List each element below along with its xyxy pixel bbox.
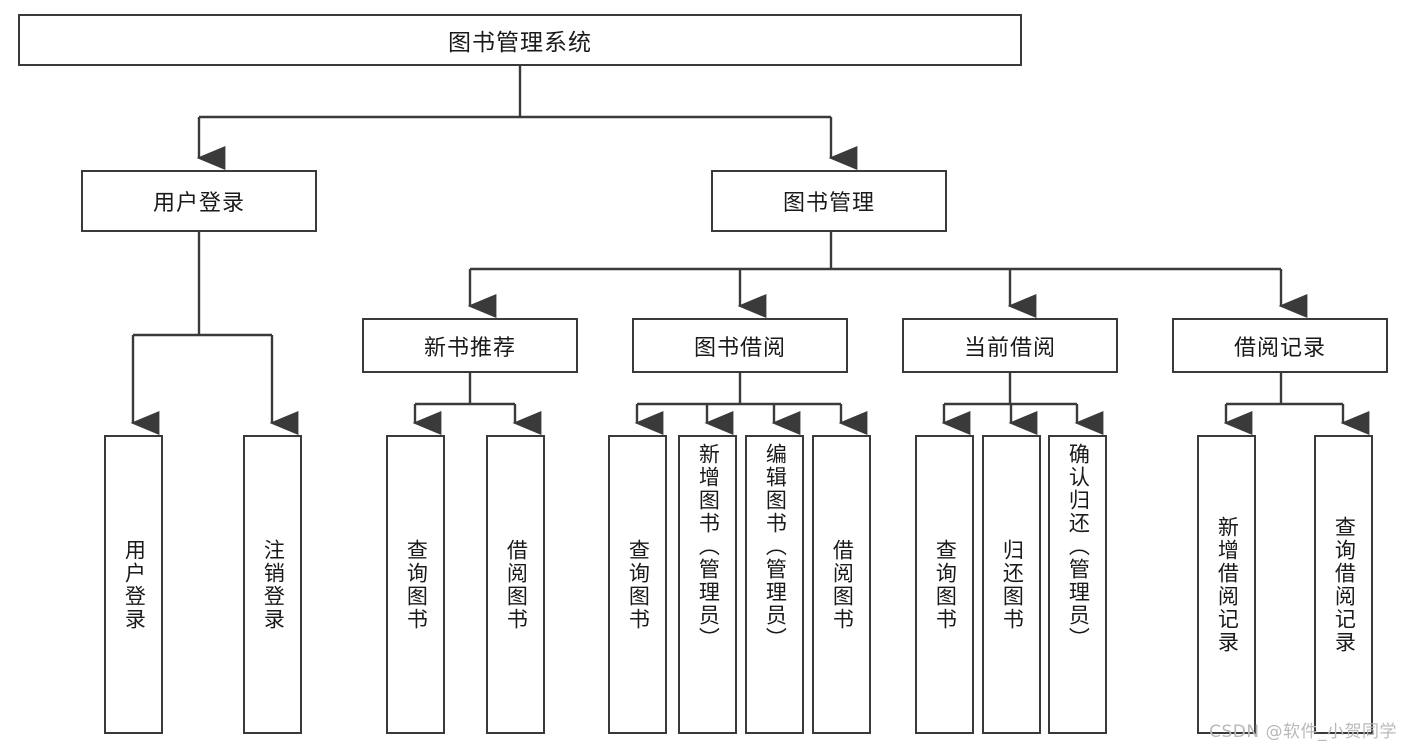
node-leaf-query-book-2[interactable]: 查询图书 <box>608 435 667 734</box>
node-leaf-query-borrow-record[interactable]: 查询借阅记录 <box>1314 435 1373 734</box>
node-leaf-user-login[interactable]: 用户登录 <box>104 435 163 734</box>
node-leaf-query-book-2-label: 查询图书 <box>626 538 651 631</box>
node-user-login-label: 用户登录 <box>152 191 245 216</box>
node-leaf-logout-login[interactable]: 注销登录 <box>243 435 302 734</box>
node-leaf-confirm-return-admin[interactable]: 确认归还（管理员） <box>1048 435 1107 734</box>
node-leaf-add-book-admin[interactable]: 新增图书（管理员） <box>678 435 737 734</box>
node-leaf-user-login-label: 用户登录 <box>122 538 147 631</box>
node-user-login[interactable]: 用户登录 <box>81 170 317 232</box>
node-leaf-return-book-label: 归还图书 <box>1000 538 1025 631</box>
node-book-borrow-label: 图书借阅 <box>693 335 786 361</box>
node-borrow-record-label: 借阅记录 <box>1233 335 1326 361</box>
node-current-borrow[interactable]: 当前借阅 <box>902 318 1118 373</box>
node-borrow-record[interactable]: 借阅记录 <box>1172 318 1388 373</box>
node-leaf-query-borrow-record-label: 查询借阅记录 <box>1332 515 1357 654</box>
node-book-borrow[interactable]: 图书借阅 <box>632 318 848 373</box>
node-book-manage-label: 图书管理 <box>782 191 875 216</box>
node-leaf-edit-book-admin-label: 编辑图书（管理员） <box>763 443 788 650</box>
node-leaf-logout-login-label: 注销登录 <box>261 538 286 631</box>
node-leaf-edit-book-admin[interactable]: 编辑图书（管理员） <box>745 435 804 734</box>
node-current-borrow-label: 当前借阅 <box>963 335 1056 361</box>
node-new-book-recommend-label: 新书推荐 <box>423 335 516 361</box>
node-root[interactable]: 图书管理系统 <box>18 14 1022 66</box>
node-leaf-query-book-3-label: 查询图书 <box>933 538 958 631</box>
node-leaf-query-book-3[interactable]: 查询图书 <box>915 435 974 734</box>
node-leaf-borrow-book-2[interactable]: 借阅图书 <box>812 435 871 734</box>
node-leaf-add-borrow-record[interactable]: 新增借阅记录 <box>1197 435 1256 734</box>
csdn-watermark: CSDN @软件_小贺同学 <box>1209 722 1397 742</box>
node-leaf-query-book-1-label: 查询图书 <box>404 538 429 631</box>
node-leaf-borrow-book-2-label: 借阅图书 <box>830 538 855 631</box>
node-leaf-add-borrow-record-label: 新增借阅记录 <box>1215 515 1240 654</box>
node-book-manage[interactable]: 图书管理 <box>711 170 947 232</box>
node-leaf-confirm-return-admin-label: 确认归还（管理员） <box>1066 443 1091 650</box>
node-leaf-borrow-book-1[interactable]: 借阅图书 <box>486 435 545 734</box>
node-leaf-return-book[interactable]: 归还图书 <box>982 435 1041 734</box>
node-root-label: 图书管理系统 <box>448 30 592 56</box>
node-leaf-query-book-1[interactable]: 查询图书 <box>386 435 445 734</box>
node-new-book-recommend[interactable]: 新书推荐 <box>362 318 578 373</box>
node-leaf-borrow-book-1-label: 借阅图书 <box>504 538 529 631</box>
node-leaf-add-book-admin-label: 新增图书（管理员） <box>696 443 721 650</box>
